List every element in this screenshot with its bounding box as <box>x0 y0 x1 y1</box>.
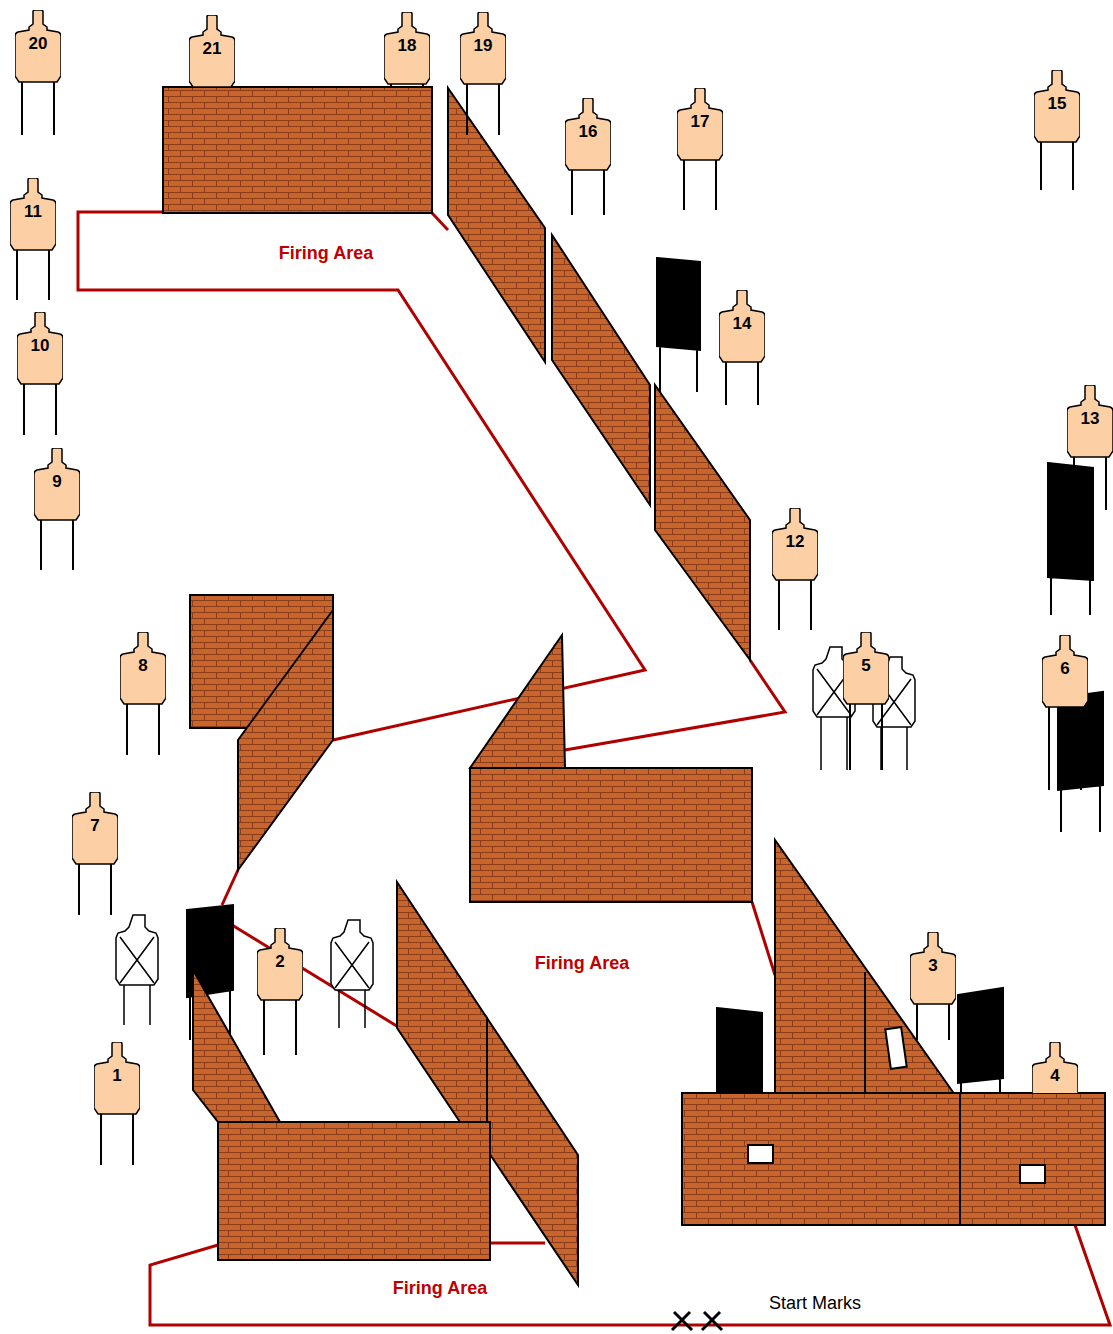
target-number: 3 <box>910 956 956 976</box>
target-number: 2 <box>257 952 303 972</box>
start-label: Start Marks <box>769 1293 861 1314</box>
target-silhouette: 20 <box>15 10 61 135</box>
target-silhouette: 21 <box>189 15 235 87</box>
target-silhouette: 12 <box>772 508 818 630</box>
brick-wall <box>163 87 1105 1285</box>
target-silhouette: 7 <box>72 792 118 915</box>
target-silhouette: 16 <box>565 98 611 215</box>
firing-area-outline <box>78 212 1110 1325</box>
target-number: 14 <box>719 314 765 334</box>
target-shape <box>10 178 56 300</box>
target-silhouette: 11 <box>10 178 56 300</box>
area-label: Firing Area <box>393 1278 487 1299</box>
target-silhouette: 2 <box>257 928 303 1055</box>
area-label: Firing Area <box>279 243 373 264</box>
target-number: 10 <box>17 336 63 356</box>
target-number: 11 <box>10 202 56 222</box>
target-silhouette: 8 <box>120 632 166 755</box>
target-number: 9 <box>34 472 80 492</box>
target-shape <box>1034 70 1080 190</box>
wall-detail <box>748 972 1045 1225</box>
target-silhouette: 14 <box>719 290 765 405</box>
target-shape <box>1067 385 1113 510</box>
target-number: 7 <box>72 816 118 836</box>
target-number: 5 <box>843 656 889 676</box>
target-number: 4 <box>1032 1066 1078 1086</box>
target-shape <box>565 98 611 215</box>
target-number: 21 <box>189 39 235 59</box>
target-number: 15 <box>1034 94 1080 114</box>
target-shape <box>72 792 118 915</box>
target-silhouette: 17 <box>677 88 723 210</box>
target-shape <box>120 632 166 755</box>
target-number: 6 <box>1042 659 1088 679</box>
target-silhouette: 5 <box>843 632 889 770</box>
target-silhouette: 15 <box>1034 70 1080 190</box>
target-number: 13 <box>1067 409 1113 429</box>
target-shape <box>257 928 303 1055</box>
target-number: 16 <box>565 122 611 142</box>
target-silhouette: 13 <box>1067 385 1113 510</box>
target-shape <box>843 632 889 770</box>
target-number: 19 <box>460 36 506 56</box>
target-silhouette: 1 <box>94 1042 140 1165</box>
target-silhouette: 3 <box>910 932 956 1040</box>
target-shape <box>15 10 61 135</box>
target-number: 18 <box>384 36 430 56</box>
target-shape <box>1042 635 1088 790</box>
target-silhouette: 4 <box>1032 1042 1078 1093</box>
target-shape <box>17 312 63 435</box>
target-number: 8 <box>120 656 166 676</box>
start-mark <box>672 1312 722 1330</box>
target-silhouette: 18 <box>384 12 430 87</box>
target-number: 20 <box>15 34 61 54</box>
target-number: 17 <box>677 112 723 132</box>
target-silhouette: 9 <box>34 448 80 570</box>
target-silhouette: 10 <box>17 312 63 435</box>
target-shape <box>910 932 956 1040</box>
target-silhouette: 19 <box>460 12 506 135</box>
target-shape <box>677 88 723 210</box>
target-shape <box>34 448 80 570</box>
target-shape <box>772 508 818 630</box>
target-number: 12 <box>772 532 818 552</box>
target-shape <box>94 1042 140 1165</box>
target-shape <box>460 12 506 135</box>
target-number: 1 <box>94 1066 140 1086</box>
target-shape <box>719 290 765 405</box>
target-silhouette: 6 <box>1042 635 1088 790</box>
area-label: Firing Area <box>535 953 629 974</box>
